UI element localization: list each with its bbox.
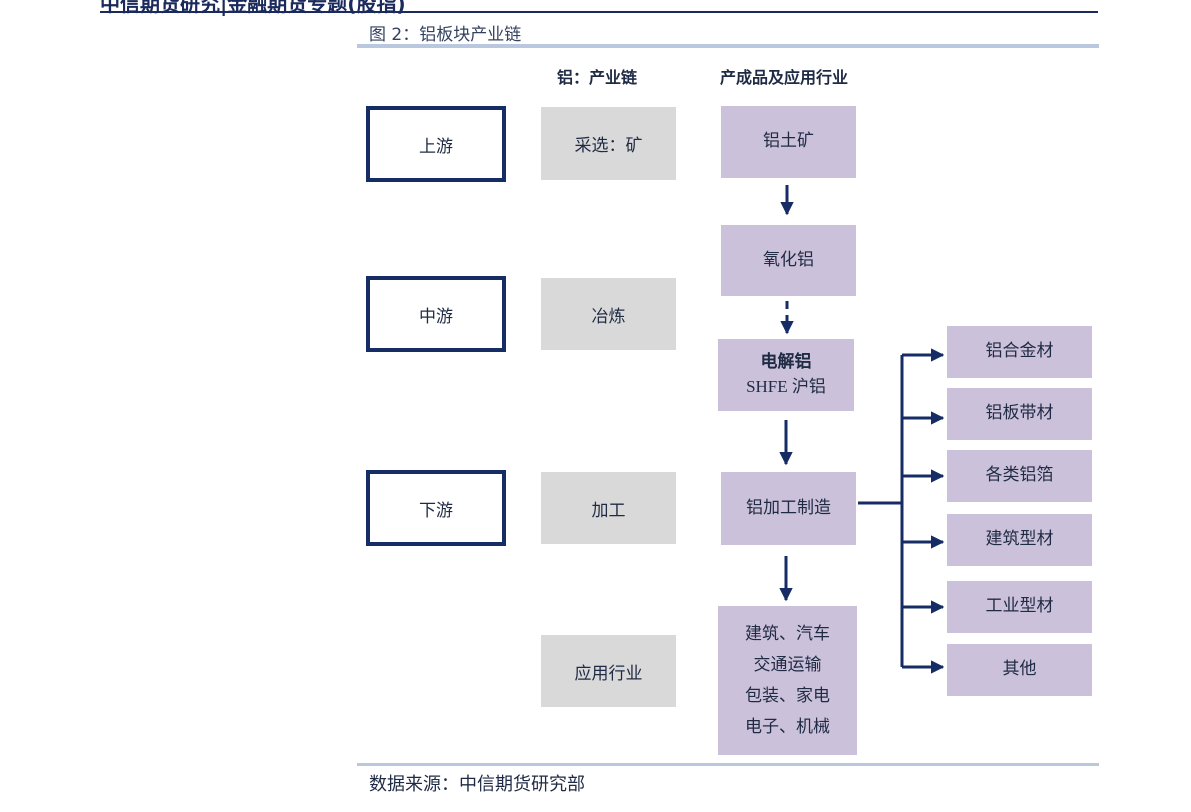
stage-upstream: 上游 bbox=[366, 106, 506, 182]
chain-mining: 采选：矿 bbox=[541, 107, 676, 180]
column-heading-chain: 铝：产业链 bbox=[557, 68, 638, 87]
stage-downstream: 下游 bbox=[366, 470, 506, 546]
figure-top-rule bbox=[357, 44, 1099, 48]
chain-processing-label: 加工 bbox=[591, 500, 626, 521]
product-electrolytic-aluminum: 电解铝 SHFE 沪铝 bbox=[718, 339, 854, 411]
output-building-profile: 建筑型材 bbox=[947, 514, 1092, 566]
product-alumina-label: 氧化铝 bbox=[763, 249, 814, 270]
application-item: 包装、家电 bbox=[745, 685, 830, 706]
column-heading-products: 产成品及应用行业 bbox=[720, 68, 849, 87]
output-foil: 各类铝箔 bbox=[947, 450, 1092, 502]
chain-smelting: 冶炼 bbox=[541, 278, 676, 350]
output-sheet-strip-label: 铝板带材 bbox=[985, 403, 1054, 424]
application-item: 建筑、汽车 bbox=[745, 623, 830, 644]
chain-applications-label: 应用行业 bbox=[574, 663, 643, 684]
data-source: 数据来源：中信期货研究部 bbox=[369, 774, 585, 795]
stage-midstream-label: 中游 bbox=[419, 306, 453, 327]
product-electrolytic-sub: SHFE 沪铝 bbox=[746, 377, 826, 396]
output-industrial-profile-label: 工业型材 bbox=[985, 596, 1054, 617]
output-alloy: 铝合金材 bbox=[947, 326, 1092, 378]
chain-mining-label: 采选：矿 bbox=[574, 136, 643, 156]
product-bauxite-label: 铝土矿 bbox=[763, 131, 814, 152]
header-rule bbox=[100, 11, 1098, 13]
stage-downstream-label: 下游 bbox=[419, 500, 453, 521]
chain-processing: 加工 bbox=[541, 472, 676, 544]
application-item: 交通运输 bbox=[753, 654, 822, 675]
stage-upstream-label: 上游 bbox=[419, 136, 453, 157]
application-item: 电子、机械 bbox=[745, 716, 830, 737]
output-alloy-label: 铝合金材 bbox=[985, 341, 1054, 362]
product-electrolytic-label: 电解铝 bbox=[760, 352, 812, 373]
product-bauxite: 铝土矿 bbox=[721, 106, 856, 178]
output-foil-label: 各类铝箔 bbox=[985, 465, 1054, 486]
output-sheet-strip: 铝板带材 bbox=[947, 388, 1092, 440]
stage-midstream: 中游 bbox=[366, 276, 506, 352]
chain-applications: 应用行业 bbox=[541, 635, 676, 707]
output-industrial-profile: 工业型材 bbox=[947, 581, 1092, 633]
output-other-label: 其他 bbox=[1002, 659, 1037, 680]
figure-title: 图 2：铝板块产业链 bbox=[369, 25, 522, 45]
product-processing-label: 铝加工制造 bbox=[746, 497, 831, 518]
output-other: 其他 bbox=[947, 644, 1092, 696]
output-building-profile-label: 建筑型材 bbox=[985, 529, 1054, 550]
figure-bottom-rule bbox=[357, 763, 1099, 766]
product-alumina: 氧化铝 bbox=[721, 225, 856, 296]
chain-smelting-label: 冶炼 bbox=[591, 306, 626, 327]
product-applications: 建筑、汽车 交通运输 包装、家电 电子、机械 bbox=[718, 606, 857, 755]
product-processing: 铝加工制造 bbox=[721, 472, 856, 545]
